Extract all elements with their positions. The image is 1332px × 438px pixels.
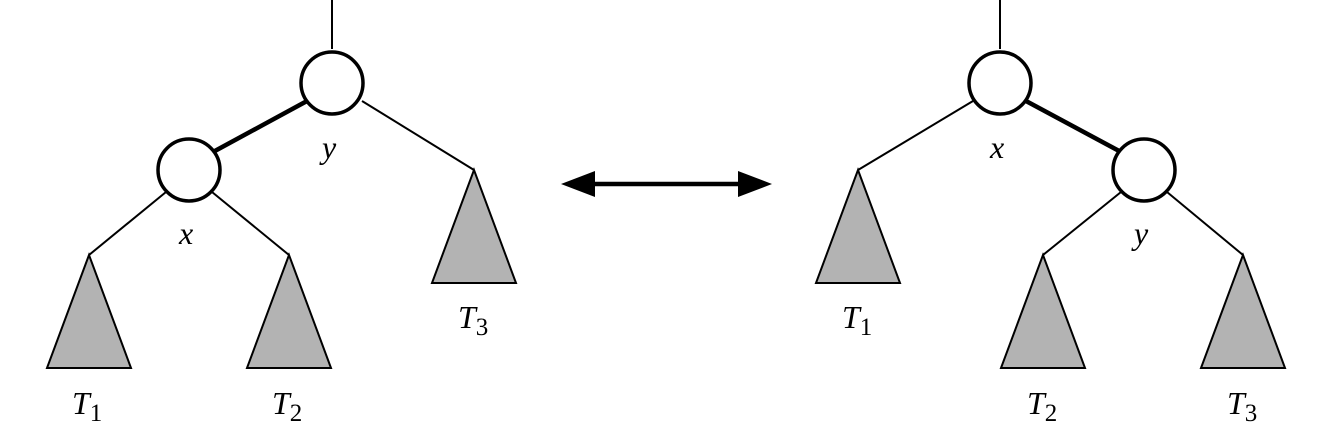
left-t2-label: T2 — [272, 385, 302, 427]
right-root-to-y-edge — [1024, 99, 1123, 154]
right-t2-label: T2 — [1027, 385, 1057, 427]
left-x-to-t1-edge — [88, 191, 167, 256]
left-root-node-y — [299, 50, 365, 116]
left-tree: y x T1 T2 T3 — [45, 0, 518, 427]
right-child-label: y — [1131, 215, 1149, 251]
left-subtree-t3 — [430, 167, 518, 284]
right-tree: x y T1 T2 T3 — [814, 0, 1287, 427]
left-t3-label: T3 — [458, 299, 488, 341]
right-t3-label: T3 — [1227, 385, 1257, 427]
right-root-to-t1-edge — [857, 100, 974, 171]
right-subtree-t3 — [1199, 252, 1287, 369]
arrow-head-left — [561, 171, 595, 197]
left-subtree-t2 — [245, 252, 333, 369]
right-root-node-x — [967, 50, 1033, 116]
left-subtree-t1 — [45, 252, 133, 369]
double-arrow-icon — [561, 171, 772, 197]
left-root-to-t3-edge — [361, 100, 475, 171]
left-child-label: x — [178, 215, 193, 251]
right-y-to-t2-edge — [1042, 191, 1122, 256]
left-x-to-t2-edge — [211, 191, 290, 256]
right-subtree-t2 — [999, 252, 1087, 369]
right-child-node-y — [1111, 137, 1177, 203]
left-root-to-x-edge — [211, 99, 309, 154]
left-t1-label: T1 — [72, 385, 102, 427]
right-y-to-t3-edge — [1166, 191, 1244, 256]
left-root-label: y — [319, 129, 337, 165]
left-child-node-x — [156, 137, 222, 203]
right-subtree-t1 — [814, 167, 902, 284]
arrow-head-right — [738, 171, 772, 197]
right-root-label: x — [989, 129, 1004, 165]
right-t1-label: T1 — [842, 299, 872, 341]
